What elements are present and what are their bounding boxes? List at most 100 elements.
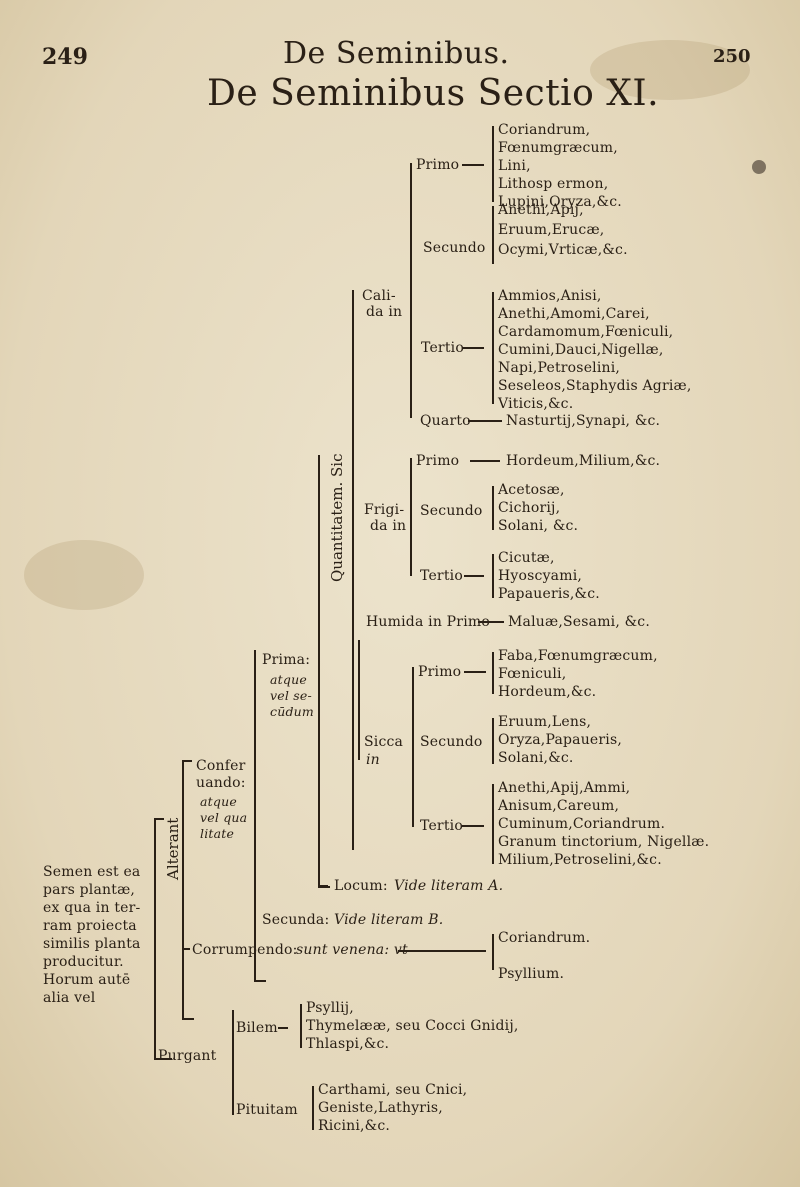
seed-item: Solani,&c.	[498, 750, 574, 766]
bracket-cap	[182, 760, 192, 762]
seed-item: Faba,Fœnumgræcum,	[498, 648, 658, 664]
seed-item: Cicutæ,	[498, 550, 555, 566]
seed-item: Ocymi,Vrticæ,&c.	[498, 242, 628, 258]
secunda-label: Secunda:	[262, 912, 330, 928]
seed-item: Solani, &c.	[498, 518, 579, 534]
sicca-primo-label: Primo	[418, 664, 462, 680]
connector	[278, 1027, 288, 1029]
frigida-label: Frigi-	[364, 502, 405, 518]
sicca-secundo-label: Secundo	[420, 734, 483, 750]
frigida-label: da in	[370, 518, 407, 534]
bilem-label: Bilem	[236, 1020, 278, 1036]
confer-sub: atque	[200, 794, 237, 809]
connector	[464, 671, 486, 673]
confer-bracket	[254, 650, 256, 980]
outer-bracket-cap	[154, 1058, 172, 1060]
calida-tertio-label: Tertio	[421, 340, 464, 356]
seed-item: Lithosp ermon,	[498, 176, 609, 192]
sicca-tertio-label: Tertio	[420, 818, 463, 834]
calida-bracket	[410, 163, 412, 418]
pituitam-label: Pituitam	[236, 1102, 298, 1118]
calida-secundo-label: Secundo	[423, 240, 486, 256]
connector	[182, 948, 190, 950]
locum-label: Locum:	[334, 878, 388, 894]
seed-item: Ricini,&c.	[318, 1118, 391, 1134]
seed-item: Geniste,Lathyris,	[318, 1100, 443, 1116]
bracket	[492, 784, 494, 864]
connector	[468, 420, 502, 422]
side-note-line: ex qua in ter-	[43, 900, 141, 916]
seed-item: Cumini,Dauci,Nigellæ,	[498, 342, 664, 358]
sicca-label: in	[366, 752, 380, 768]
connector	[398, 950, 486, 952]
prima-sub: vel se-	[270, 688, 312, 703]
seed-item: Maluæ,Sesami, &c.	[508, 614, 650, 630]
frigida-primo-label: Primo	[416, 453, 460, 469]
bracket	[492, 554, 494, 598]
seed-item: Coriandrum.	[498, 930, 591, 946]
side-note-line: pars plantæ,	[43, 882, 136, 898]
seed-item: Cardamomum,Fœniculi,	[498, 324, 674, 340]
confer-label: Confer	[196, 758, 246, 774]
connector	[470, 460, 500, 462]
seed-item: Nasturtij,Synapi, &c.	[506, 413, 661, 429]
purgant-label: Purgant	[158, 1048, 217, 1064]
frigida-bracket	[410, 458, 412, 576]
frigida-secundo-label: Secundo	[420, 503, 483, 519]
outer-bracket-cap	[154, 818, 164, 820]
seed-item: Carthami, seu Cnici,	[318, 1082, 468, 1098]
connector	[462, 347, 484, 349]
bracket	[492, 126, 494, 202]
bracket	[492, 652, 494, 694]
sicca-bracket	[412, 667, 414, 827]
calida-primo-label: Primo	[416, 157, 460, 173]
prima-label: Prima:	[262, 652, 311, 668]
corrumpendo-label: Corrumpendo:	[192, 942, 298, 958]
seed-item: Psyllium.	[498, 966, 565, 982]
seed-item: Eruum,Erucæ,	[498, 222, 605, 238]
section-title: De Seminibus Sectio XI.	[207, 73, 660, 114]
seed-item: Seseleos,Staphydis Agriæ,	[498, 378, 692, 394]
seed-item: Hyoscyami,	[498, 568, 583, 584]
sicca-outer-bracket	[358, 640, 360, 760]
sicca-label: Sicca	[364, 734, 404, 750]
side-note-line: similis planta	[43, 936, 141, 952]
seed-item: Granum tinctorium, Nigellæ.	[498, 834, 710, 850]
seed-item: Thlaspi,&c.	[306, 1036, 390, 1052]
side-note-line: alia vel	[43, 990, 96, 1006]
running-title: De Seminibus.	[283, 36, 510, 71]
confer-sub: vel qua	[200, 810, 248, 825]
seed-item: Hordeum,Milium,&c.	[506, 453, 661, 469]
seed-item: Viticis,&c.	[498, 396, 574, 412]
calida-label: da in	[366, 304, 403, 320]
confer-sub: litate	[200, 826, 235, 841]
page-number-left: 249	[42, 44, 88, 70]
prima-bracket	[318, 455, 320, 885]
bracket	[300, 1004, 302, 1048]
locum-note: Vide literam A.	[394, 878, 504, 894]
alterant-bracket	[182, 760, 184, 1018]
side-note-line: Horum autē	[43, 972, 131, 988]
seed-item: Milium,Petroselini,&c.	[498, 852, 662, 868]
outer-bracket	[154, 818, 156, 1058]
side-note-line: Semen est ea	[43, 864, 141, 880]
connector	[478, 621, 504, 623]
bracket	[492, 206, 494, 264]
bracket	[492, 486, 494, 530]
seed-item: Hordeum,&c.	[498, 684, 597, 700]
seed-item: Anethi,Amomi,Carei,	[498, 306, 650, 322]
prima-sub: cūdum	[270, 704, 314, 719]
seed-item: Oryza,Papaueris,	[498, 732, 623, 748]
connector	[462, 164, 484, 166]
secunda-note: Vide literam B.	[334, 912, 444, 928]
connector	[464, 575, 484, 577]
seed-item: Anethi,Apij,Ammi,	[498, 780, 631, 796]
connector	[462, 825, 484, 827]
bracket	[492, 292, 494, 404]
humida-label: Humida in Primo	[366, 614, 490, 630]
seed-item: Napi,Petroselini,	[498, 360, 621, 376]
alterant-label: Alterant	[164, 817, 182, 880]
confer-label: uando:	[196, 775, 246, 791]
bracket	[492, 718, 494, 764]
